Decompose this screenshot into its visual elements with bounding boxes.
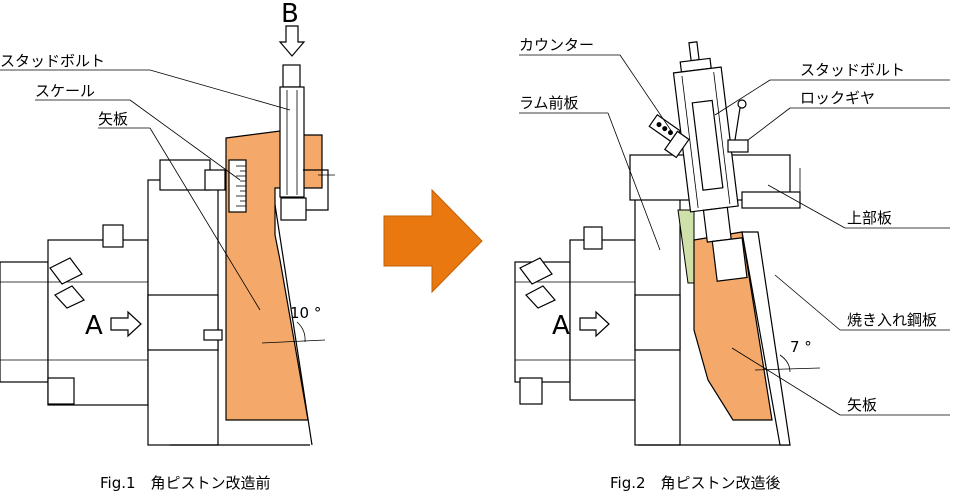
arrow-down-icon	[278, 25, 306, 57]
fig2-stud-bolt	[691, 99, 724, 191]
fig2-hardened-plate-label: 焼き入れ鋼板	[847, 311, 937, 329]
fig2-yaita-label: 矢板	[847, 396, 877, 414]
fig2-caption: Fig.2 角ピストン改造後	[610, 474, 781, 492]
fig2-clip	[519, 257, 553, 285]
fig1-bolt-foot	[280, 197, 307, 221]
fig2-ram-front-plate-label: ラム前板	[519, 94, 579, 112]
fig2-lock-gear-label: ロックギヤ	[800, 89, 875, 107]
fig1-stud-bolt-label: スタッドボルト	[0, 52, 105, 70]
big-orange-arrow-icon	[383, 188, 483, 294]
fig2-label-A: A	[552, 311, 570, 341]
fig2-counter-label: カウンター	[519, 36, 594, 54]
arrow-right-outline-icon	[110, 310, 142, 338]
fig2-yaita-plate	[693, 231, 773, 421]
fig2-bolt-head	[583, 226, 603, 250]
fig2-drawing	[514, 41, 950, 446]
arrow-right-outline-icon	[579, 310, 610, 338]
fig2-lock-gear	[727, 99, 749, 153]
fig2-angle-label: 7 °	[790, 338, 812, 356]
fig2-stud-bolt-label: スタッドボルト	[800, 61, 905, 79]
fig1-caption: Fig.1 角ピストン改造前	[100, 474, 271, 492]
fig1-yaita-label: 矢板	[98, 110, 128, 128]
fig2-nut	[519, 377, 543, 405]
fig1-clip	[49, 257, 83, 285]
fig1-label-A: A	[85, 311, 103, 341]
fig2-hardened-plate	[741, 231, 791, 446]
fig2-piston-tip	[711, 237, 748, 282]
fig1-drawing	[0, 25, 335, 446]
fig1-bolt-head	[102, 224, 124, 248]
fig1-nut	[47, 377, 75, 405]
fig1-bolt-cap	[282, 64, 301, 88]
fig2-stud-assembly	[672, 41, 748, 282]
fig1-housing-mid	[147, 294, 219, 351]
fig1-angle-label: 10 °	[290, 304, 321, 322]
fig2-counter	[648, 114, 690, 159]
fig1-scale-label: スケール	[35, 82, 95, 100]
fig1-stud-bolt	[279, 86, 305, 198]
fig2-stud-top	[688, 41, 700, 62]
fig1-label-B: B	[281, 0, 299, 29]
fig1-housing-left	[0, 261, 49, 383]
fig2-top-plate-label: 上部板	[847, 209, 892, 227]
